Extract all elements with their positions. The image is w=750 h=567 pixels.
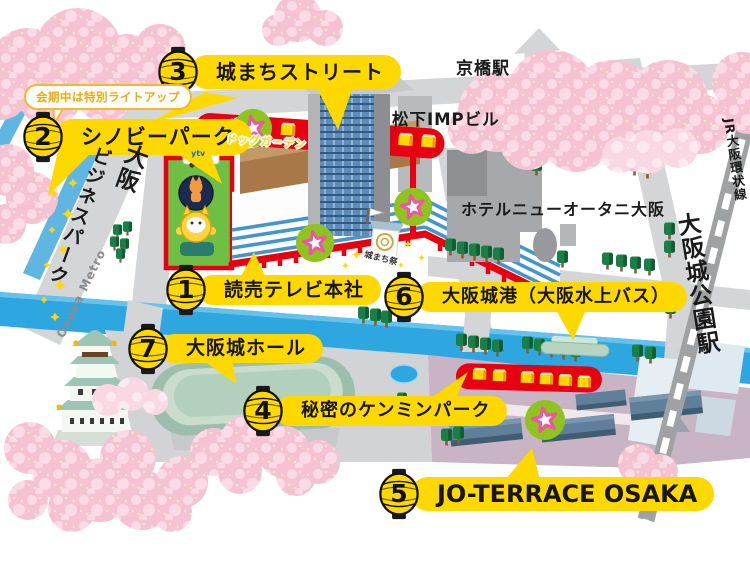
poi-castle-town-street: 城まちストリート 3 bbox=[156, 46, 401, 98]
poi-osakajo-port: 大阪城港（大阪水上バス） 6 bbox=[382, 271, 687, 323]
lantern-icon bbox=[379, 468, 419, 520]
poi-pill: シノビーパーク bbox=[55, 119, 252, 155]
star-marker-icon bbox=[524, 399, 566, 441]
poi-pill: 読売テレビ本社 bbox=[198, 275, 382, 305]
sakura-clouds-light bbox=[92, 128, 698, 416]
callout-text: 会期中は特別ライトアップ bbox=[36, 90, 180, 104]
poi-label: 大阪城港（大阪水上バス） bbox=[442, 286, 670, 307]
poi-jo-terrace: JO-TERRACE OSAKA 5 bbox=[377, 468, 715, 520]
lantern-icon bbox=[243, 385, 283, 437]
ytv-logo-label: ytv bbox=[191, 149, 206, 158]
poi-pill: 大阪城ホール bbox=[160, 334, 324, 363]
lantern-number: 7 bbox=[139, 333, 157, 363]
lantern-number: 6 bbox=[395, 281, 413, 311]
poi-label: 大阪城ホール bbox=[186, 337, 307, 359]
lantern-number: 3 bbox=[169, 56, 187, 86]
lantern-number: 1 bbox=[177, 274, 195, 304]
lantern-icon bbox=[166, 264, 206, 316]
poi-pill: 秘密のケンミンパーク bbox=[275, 396, 508, 426]
lantern-number: 4 bbox=[254, 395, 272, 425]
poi-shinobi-park: シノビーパーク 2 bbox=[21, 111, 252, 163]
lantern-number: 5 bbox=[390, 478, 408, 508]
lantern-icon bbox=[128, 323, 168, 375]
mascot-characters bbox=[176, 175, 216, 256]
lightup-callout: 会期中は特別ライトアップ bbox=[24, 84, 192, 110]
poi-kenmin-park: 秘密のケンミンパーク 4 bbox=[241, 385, 508, 437]
hotel-new-otani-buildings bbox=[447, 150, 576, 262]
poi-pill: 大阪城港（大阪水上バス） bbox=[416, 282, 687, 312]
poi-label: シノビーパーク bbox=[81, 124, 235, 149]
poi-label: 読売テレビ本社 bbox=[224, 278, 365, 301]
kenmin-park-stalls bbox=[455, 363, 602, 393]
poi-label: JO-TERRACE OSAKA bbox=[437, 480, 698, 508]
poi-label: 秘密のケンミンパーク bbox=[301, 400, 491, 421]
hotel-label: ホテルニューオータニ大阪 bbox=[461, 200, 666, 219]
lantern-icon bbox=[158, 46, 198, 98]
lantern-number: 2 bbox=[34, 121, 52, 151]
poi-label: 城まちストリート bbox=[216, 60, 384, 84]
star-marker-icon bbox=[393, 187, 433, 227]
lantern-icon bbox=[384, 271, 424, 323]
poi-yomiuri-tv: 読売テレビ本社 1 bbox=[164, 264, 382, 316]
star-marker-icon bbox=[295, 223, 335, 263]
poi-pill: 城まちストリート bbox=[190, 55, 401, 89]
poi-pill: JO-TERRACE OSAKA bbox=[411, 477, 715, 511]
kyobashi-station-label: 京橋駅 bbox=[456, 59, 510, 79]
machi-festival-booth bbox=[365, 207, 404, 258]
jr-railway bbox=[637, 82, 750, 523]
kyobashi-road-arrow bbox=[514, 28, 560, 54]
imp-building-label: 松下IMPビル bbox=[392, 110, 500, 129]
lantern-icon bbox=[23, 111, 63, 163]
water-bus-boat bbox=[540, 335, 610, 357]
pond bbox=[389, 364, 419, 384]
poi-osakajo-hall: 大阪城ホール 7 bbox=[126, 323, 324, 375]
